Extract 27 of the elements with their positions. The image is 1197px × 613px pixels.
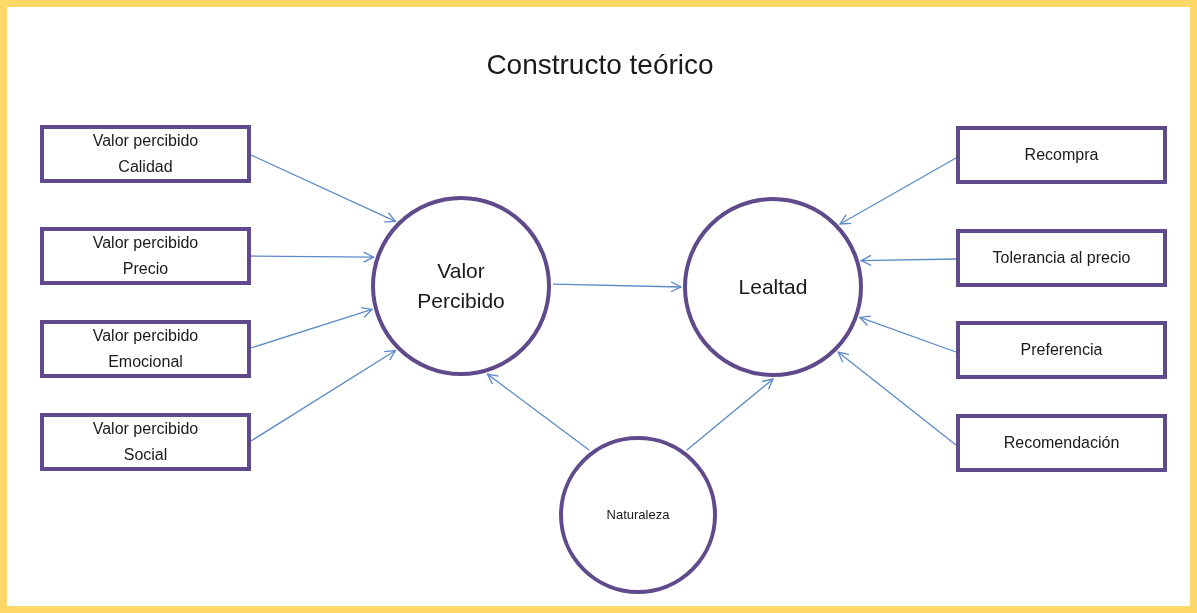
diagram-title: Constructo teórico bbox=[485, 48, 715, 82]
arrow bbox=[250, 154, 397, 223]
node-label: Valor Percibido bbox=[416, 257, 506, 314]
arrow bbox=[552, 281, 682, 293]
indicator-box bbox=[40, 413, 251, 471]
node-label: Tolerancia al precio bbox=[992, 248, 1131, 269]
arrow bbox=[839, 157, 957, 225]
indicator-box bbox=[956, 126, 1167, 184]
arrow bbox=[250, 349, 397, 442]
indicator-box bbox=[956, 321, 1167, 379]
arrow bbox=[685, 378, 774, 451]
node-label: Naturaleza bbox=[606, 505, 670, 524]
arrow bbox=[250, 307, 373, 349]
node-label: Preferencia bbox=[1020, 340, 1103, 361]
indicator-box bbox=[40, 125, 251, 183]
indicator-box bbox=[40, 320, 251, 378]
node-label: Valor percibido Precio bbox=[91, 233, 200, 279]
node-label: Recompra bbox=[1024, 145, 1099, 166]
node-label: Recomendación bbox=[1003, 433, 1120, 454]
node-label: Valor percibido Emocional bbox=[91, 326, 200, 372]
arrow bbox=[837, 351, 957, 446]
node-label: Lealtad bbox=[738, 274, 808, 301]
indicator-box bbox=[956, 229, 1167, 287]
indicator-box bbox=[956, 414, 1167, 472]
node-label: Valor percibido Social bbox=[91, 419, 200, 465]
indicator-box bbox=[40, 227, 251, 285]
node-label: Valor percibido Calidad bbox=[91, 131, 200, 177]
